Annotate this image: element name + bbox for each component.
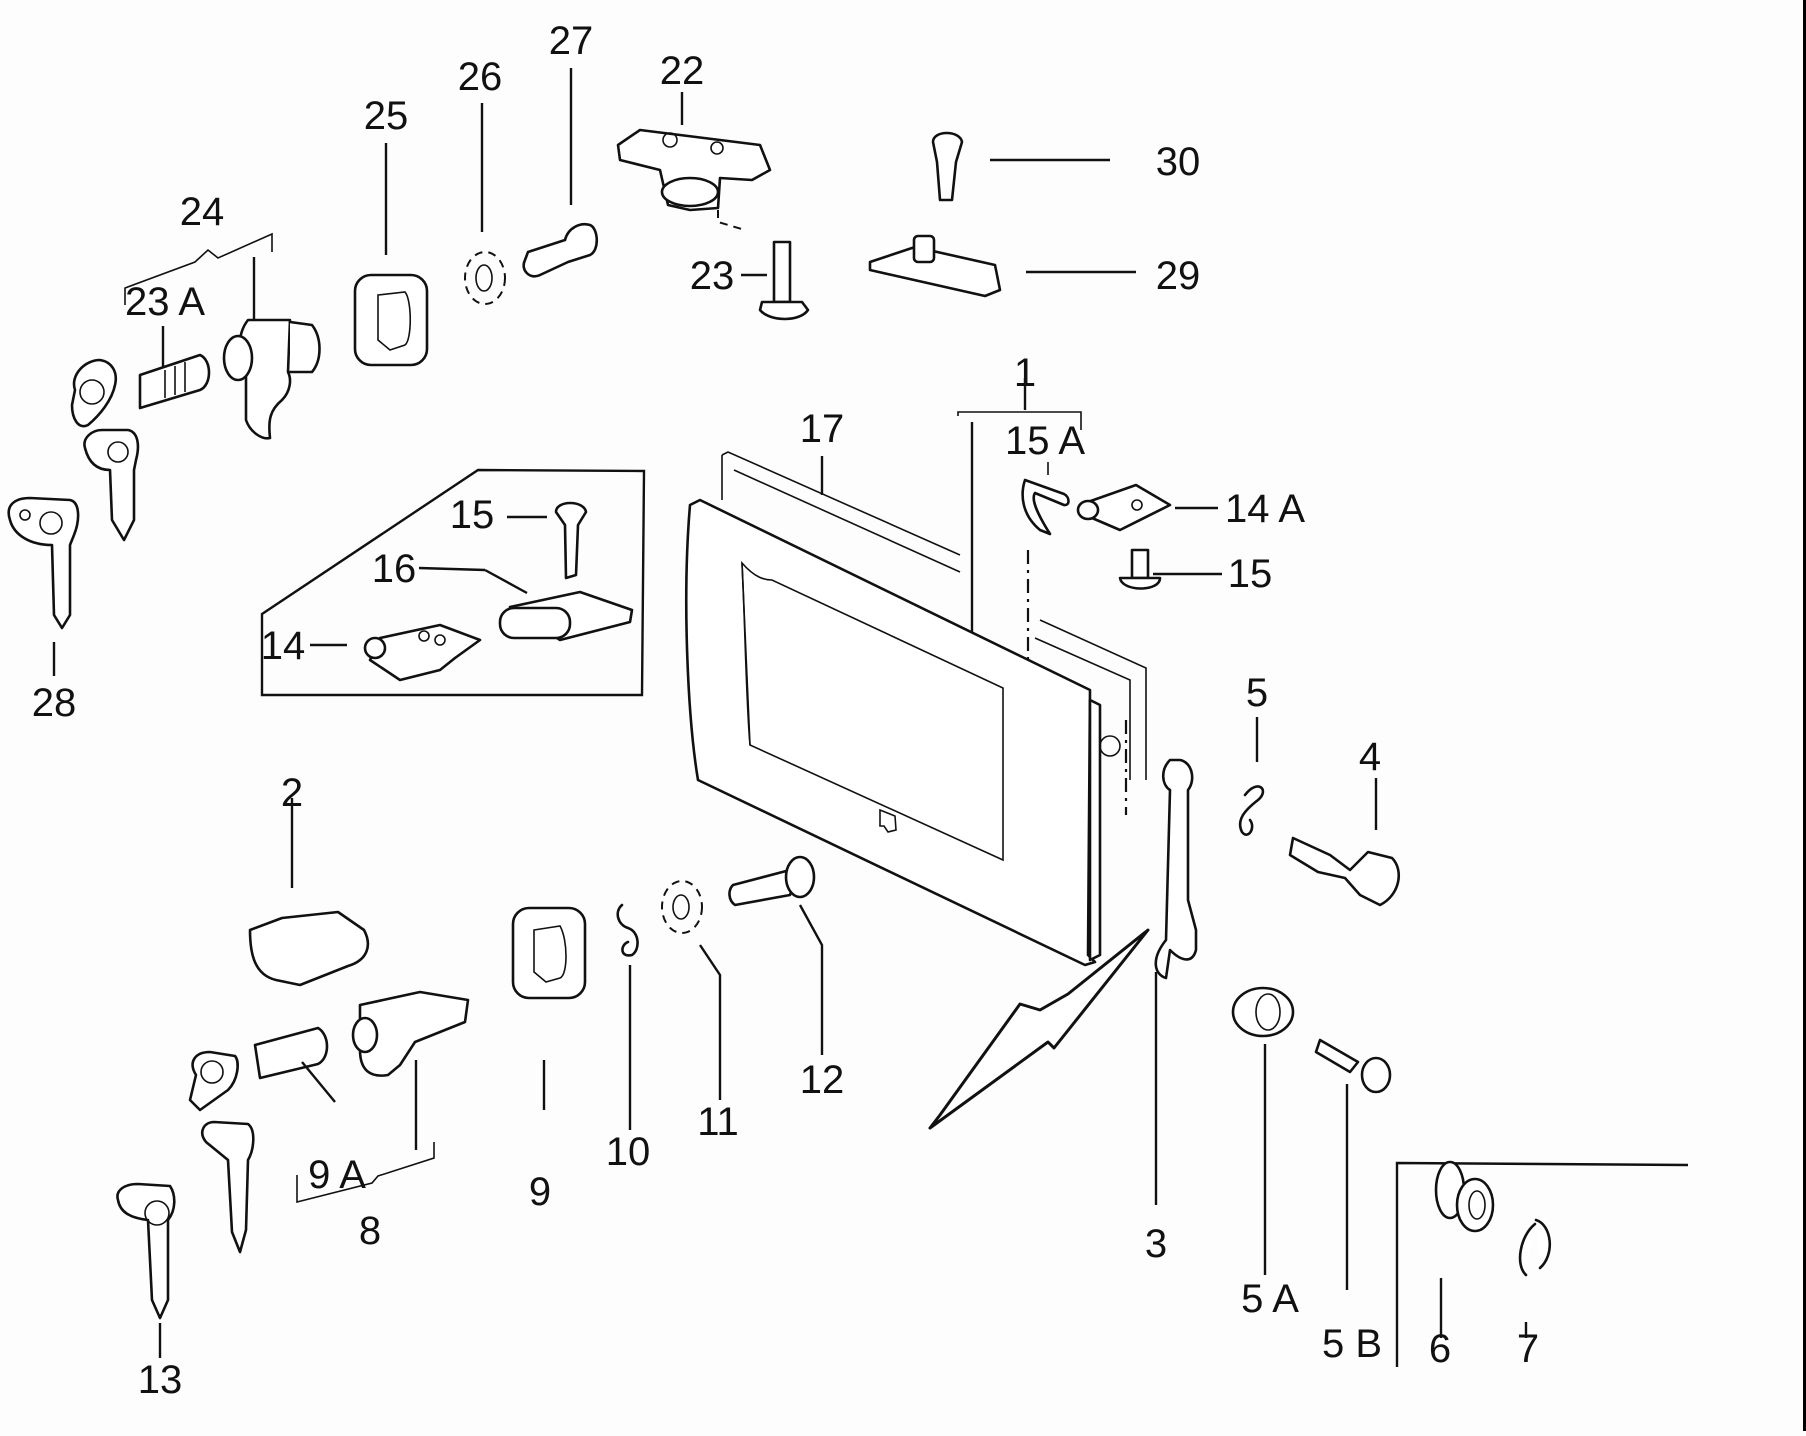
label-3: 3 [1145,1222,1167,1266]
label-28: 28 [32,681,77,725]
part-1-lid [685,378,1128,967]
part-24-lock-housing [124,232,321,440]
label-2: 2 [281,771,303,815]
part-15-screw [1118,548,1222,590]
part-29-striker [868,234,1136,298]
inset-6-7 [1395,1160,1689,1367]
part-10-spring [616,903,639,1130]
part-15a-hook [1021,462,1070,536]
label-11: 11 [697,1100,739,1144]
right-border-line [1803,0,1806,1431]
part-25-gasket [353,143,429,367]
part-11-washer [661,880,722,1100]
part-12-bolt [728,855,824,1055]
label-9: 9 [529,1170,551,1214]
part-30-screw [931,131,1110,202]
part-3-strap [1154,758,1198,1205]
label-5a: 5 A [1241,1277,1299,1321]
label-15: 15 [1228,552,1273,596]
label-22: 22 [660,49,705,93]
part-5a-bushing [1231,986,1295,1275]
label-17: 17 [800,407,845,451]
part-22-latch [616,92,772,231]
label-26: 26 [458,55,503,99]
inset-hinge-detail [260,468,646,697]
part-14a-hinge [1076,483,1218,532]
part-23-screw [741,240,810,321]
label-5b: 5 B [1322,1322,1382,1366]
label-5: 5 [1246,671,1268,715]
part-13-key [116,1050,255,1358]
label-6: 6 [1429,1327,1451,1371]
label-27: 27 [549,19,594,63]
part-9-gasket [511,906,587,1110]
label-10: 10 [606,1130,651,1174]
part-17-seal [721,451,1147,780]
label-23: 23 [690,254,735,298]
direction-arrow [928,928,1150,1130]
label-7: 7 [1517,1327,1539,1371]
part-23a-lock-cylinder [70,326,211,428]
labels: 1 2 3 4 5 5 A 5 B 6 7 8 9 9 A 10 11 12 1… [32,19,1539,1402]
part-8-lock-housing [296,990,470,1204]
label-24: 24 [180,190,225,234]
part-26-lock-washer [464,103,506,305]
label-14a: 14 A [1225,487,1305,531]
label-13: 13 [138,1358,183,1402]
label-30: 30 [1156,140,1201,184]
label-15a: 15 A [1005,419,1085,463]
label-1: 1 [1014,351,1036,395]
label-4: 4 [1359,735,1381,779]
label-25: 25 [364,94,409,138]
part-28-key [7,428,140,676]
part-5-clip [1238,717,1265,836]
part-2-cap [248,798,370,987]
label-8: 8 [359,1209,381,1253]
part-27-screw [522,68,599,278]
part-4-bolt [1288,778,1400,907]
part-9a-cylinder [253,1026,336,1103]
label-9a: 9 A [308,1153,366,1197]
label-16: 16 [372,547,417,591]
label-23a: 23 A [125,280,205,324]
label-29: 29 [1156,254,1201,298]
label-15-inset: 15 [450,493,495,537]
label-14: 14 [261,624,306,668]
label-12: 12 [800,1058,845,1102]
part-5b-pin [1314,1038,1392,1290]
